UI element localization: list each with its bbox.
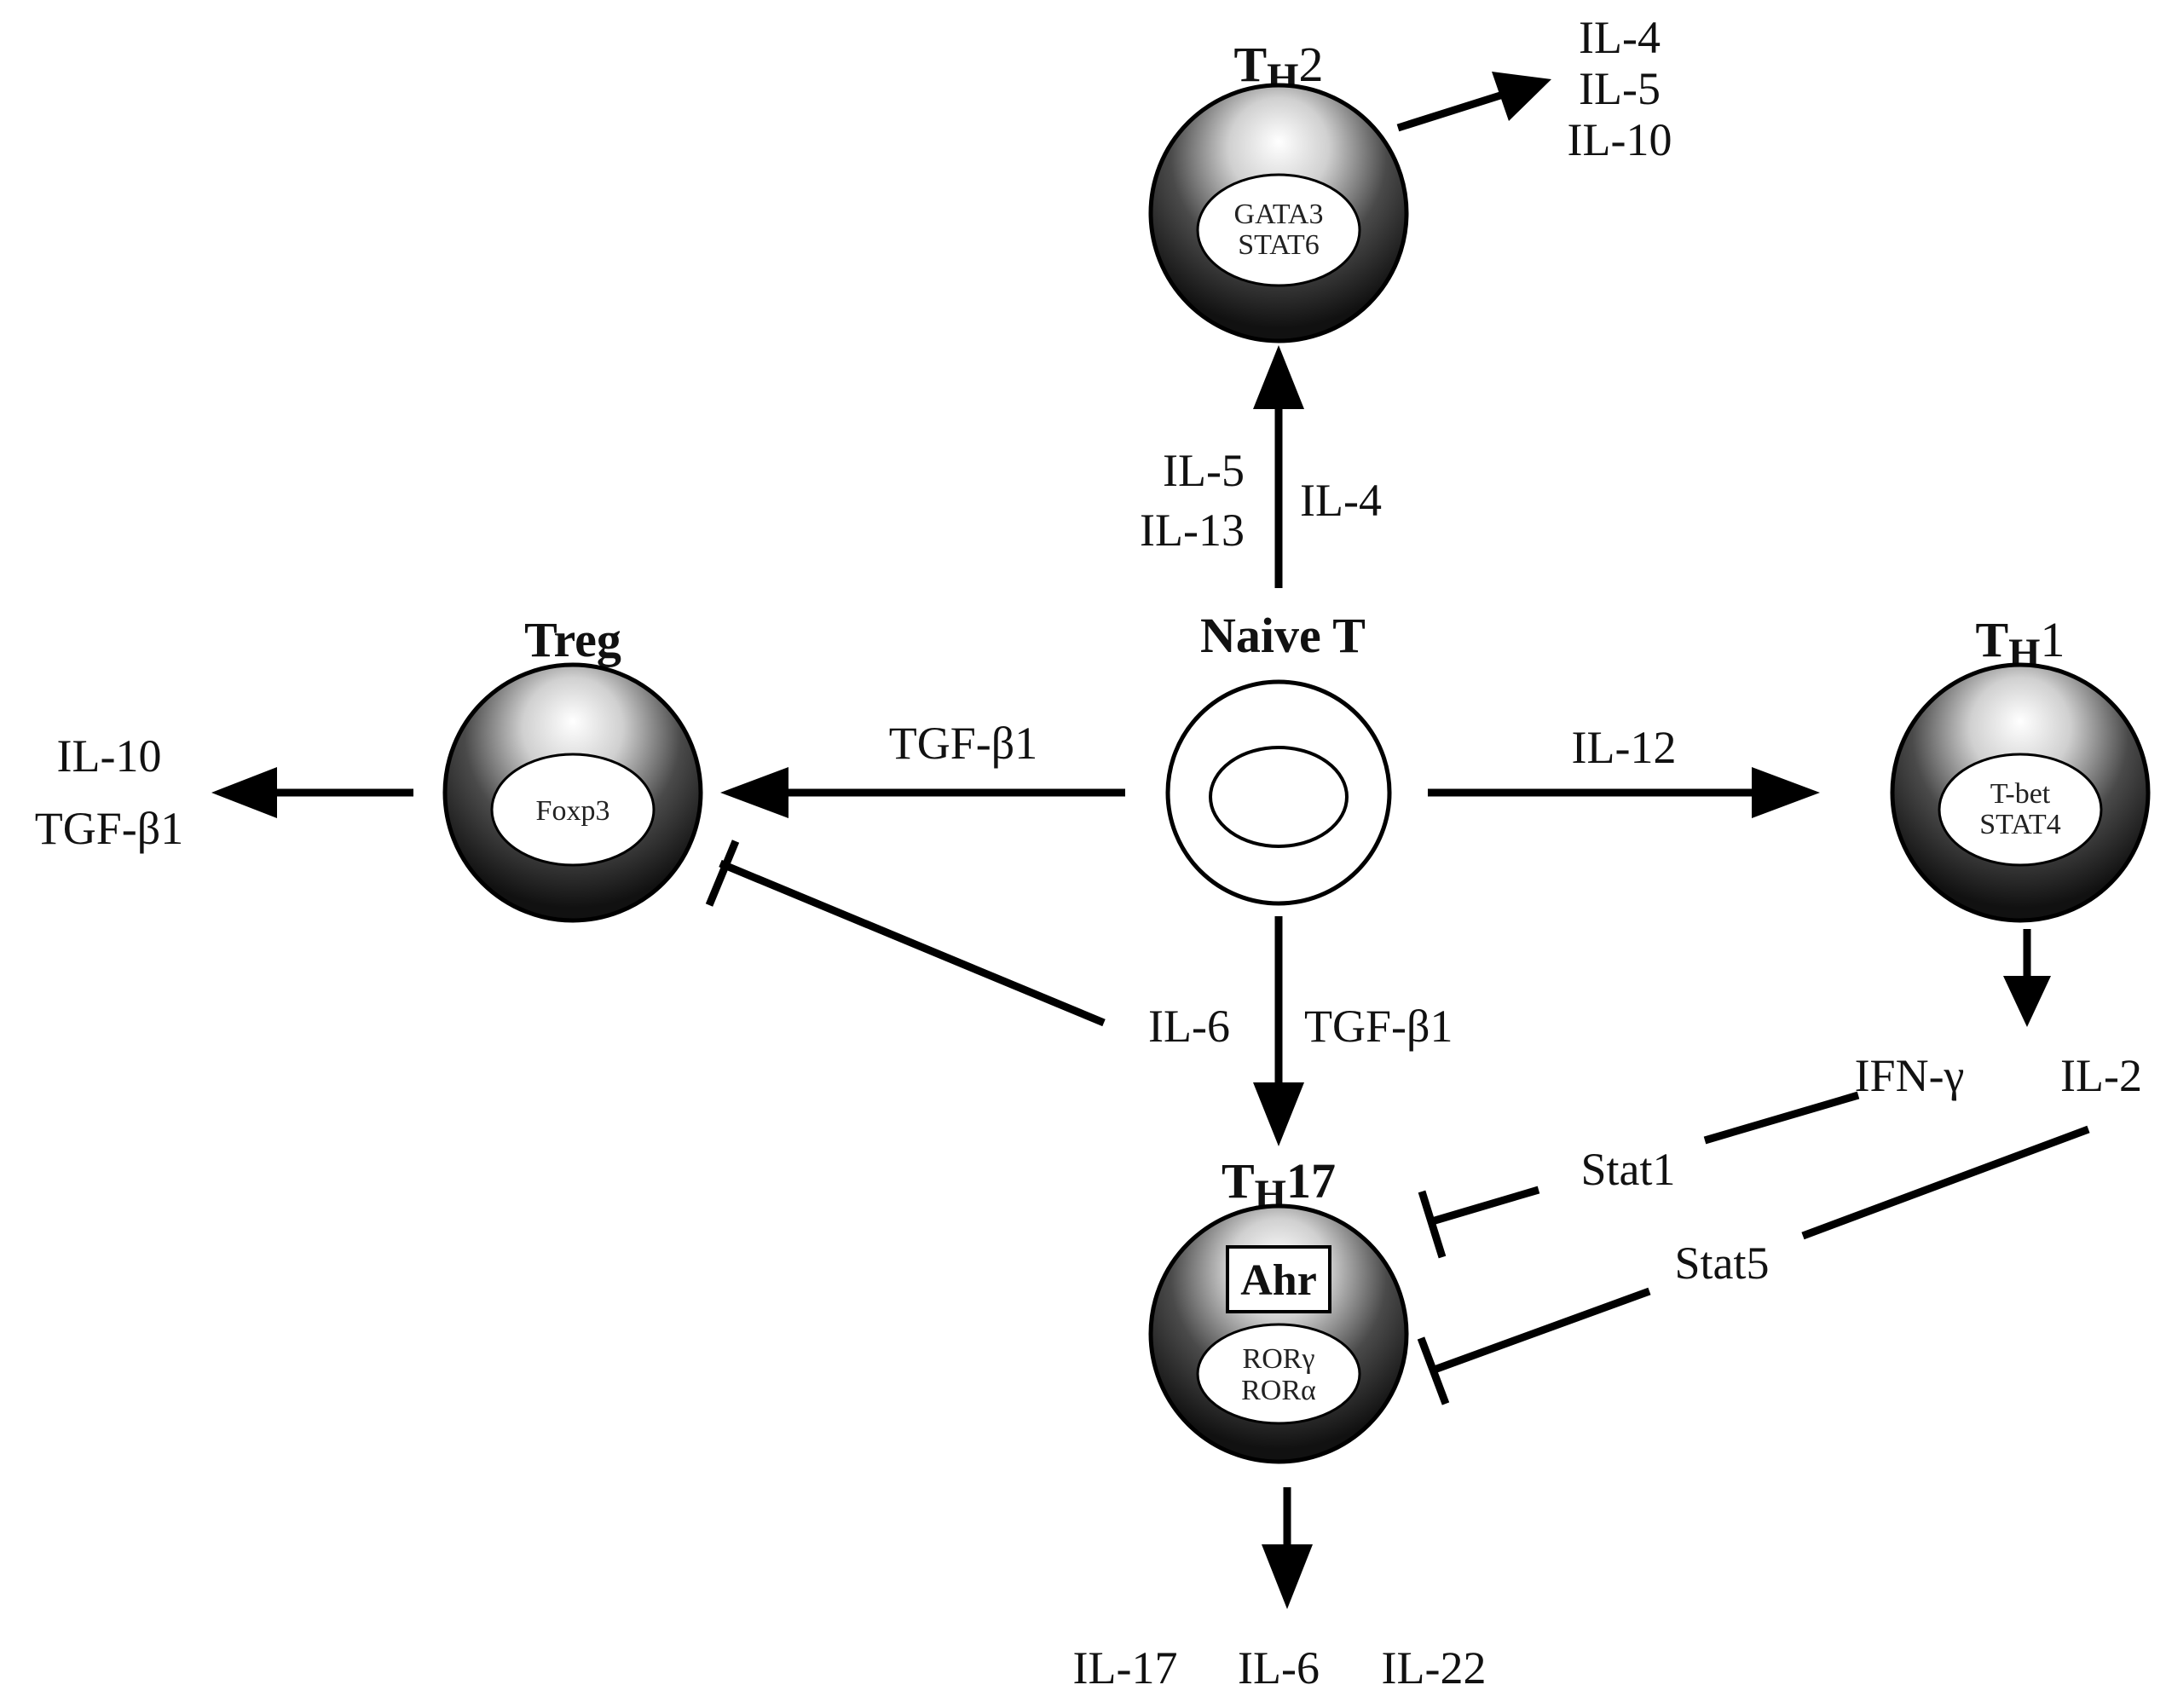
th17-ahr-label: Ahr xyxy=(1240,1256,1317,1305)
th2-output-il4: IL-4 xyxy=(1579,12,1661,63)
to-th2-label-il5: IL-5 xyxy=(1163,445,1245,496)
stat5-label: Stat5 xyxy=(1674,1238,1769,1289)
th2-cell: TH2 GATA3 STAT6 xyxy=(1148,37,1409,343)
th2-nucleus-gata3: GATA3 xyxy=(1234,199,1324,230)
treg-title: Treg xyxy=(524,612,621,667)
il6-inhibits-treg-line xyxy=(719,859,1106,1027)
to-th1-label: IL-12 xyxy=(1572,722,1677,773)
treg-cell: Treg Foxp3 xyxy=(442,612,703,923)
th17-title: TH17 xyxy=(1222,1153,1336,1217)
th17-nucleus xyxy=(1196,1323,1361,1425)
th2-output-il10: IL-10 xyxy=(1568,114,1672,165)
th17-cell: TH17 Ahr RORγ RORα xyxy=(1148,1153,1409,1464)
th17-output-arrowhead xyxy=(1262,1544,1313,1609)
th2-nucleus xyxy=(1196,173,1361,287)
th17-nucleus-rorg: RORγ xyxy=(1243,1343,1315,1375)
treg-output-arrowhead xyxy=(211,767,277,818)
th2-output-il5: IL-5 xyxy=(1579,63,1661,114)
th1-output-arrowhead xyxy=(2003,976,2051,1027)
th17-ahr-box xyxy=(1226,1245,1331,1313)
stat5-line-lower xyxy=(1430,1287,1651,1375)
treg-output-tgfb1: TGF-β1 xyxy=(35,803,183,854)
th2-title-main: T xyxy=(1233,37,1267,92)
naive-to-treg-arrowhead xyxy=(720,767,788,818)
stat1-inhibit-bar xyxy=(1418,1190,1447,1259)
naive-to-th2-arrowhead xyxy=(1253,345,1304,409)
th2-output-arrow xyxy=(1396,91,1502,132)
th17-title-main: T xyxy=(1222,1153,1255,1209)
th1-title: TH1 xyxy=(1975,612,2065,676)
th1-title-main: T xyxy=(1975,612,2008,667)
to-th17-label: TGF-β1 xyxy=(1304,1001,1453,1052)
th17-output-il17: IL-17 xyxy=(1073,1642,1178,1694)
th1-output-ifng: IFN-γ xyxy=(1855,1050,1965,1101)
stat5-inhibit-bar xyxy=(1417,1336,1450,1405)
stat1-label: Stat1 xyxy=(1580,1144,1675,1195)
th17-title-suffix: 17 xyxy=(1286,1153,1336,1209)
th2-title: TH2 xyxy=(1233,37,1323,101)
th1-nucleus-tbet: T-bet xyxy=(1990,778,2051,810)
treg-output-il10: IL-10 xyxy=(57,730,162,782)
treg-nucleus xyxy=(490,753,656,867)
th1-nucleus-stat4: STAT4 xyxy=(1979,809,2061,840)
to-th2-label-il4: IL-4 xyxy=(1300,475,1382,526)
th1-cell: TH1 T-bet STAT4 xyxy=(1890,612,2151,923)
to-th2-label-il13: IL-13 xyxy=(1140,505,1245,556)
to-treg-label: TGF-β1 xyxy=(889,718,1037,769)
stat5-line-upper xyxy=(1801,1125,2090,1240)
il6-inhibits-treg-bar xyxy=(705,840,740,907)
naive-t-cell: Naive T xyxy=(1165,608,1392,906)
th17-output-il22: IL-22 xyxy=(1382,1642,1487,1694)
th2-title-suffix: 2 xyxy=(1299,37,1324,92)
th2-output-arrowhead xyxy=(1492,72,1551,121)
stat1-line-lower xyxy=(1430,1186,1540,1226)
naive-to-th1-arrowhead xyxy=(1752,767,1820,818)
th1-nucleus xyxy=(1938,753,2103,867)
th17-nucleus-rora: RORα xyxy=(1241,1375,1316,1406)
th1-output-il2: IL-2 xyxy=(2060,1050,2142,1101)
treg-nucleus-foxp3: Foxp3 xyxy=(536,795,610,827)
th2-nucleus-stat6: STAT6 xyxy=(1238,229,1320,261)
th17-output-il6: IL-6 xyxy=(1238,1642,1320,1694)
naive-t-title: Naive T xyxy=(1200,608,1366,663)
th1-title-suffix: 1 xyxy=(2041,612,2065,667)
naive-to-th17-arrowhead xyxy=(1253,1082,1304,1146)
il6-label: IL-6 xyxy=(1148,1001,1230,1052)
naive-t-nucleus xyxy=(1209,746,1349,848)
stat1-line-upper xyxy=(1703,1091,1860,1145)
